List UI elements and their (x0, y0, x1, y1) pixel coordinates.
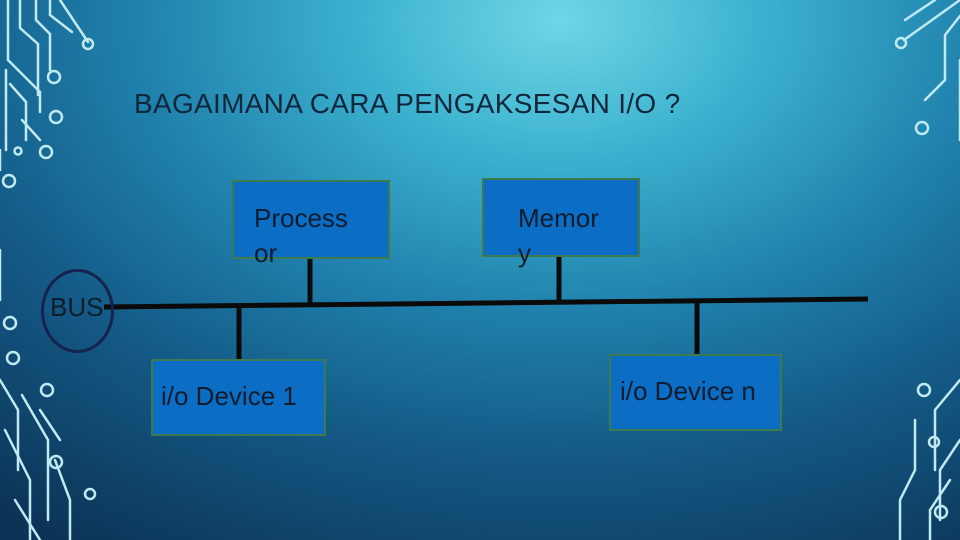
io-device-1-box: i/o Device 1 (151, 359, 326, 436)
system-bus-line (103, 296, 869, 310)
slide-title: BAGAIMANA CARA PENGAKSESAN I/O ? (134, 88, 681, 119)
bus-highlight-oval (41, 269, 114, 353)
io-device-n-box: i/o Device n (609, 354, 782, 431)
memory-box: Memor y (482, 178, 640, 268)
bus-label: BUS (50, 292, 104, 322)
processor-box: Process or (232, 180, 390, 268)
memory-label-line2: y (518, 238, 531, 269)
processor-label-line2: or (254, 238, 278, 269)
io-device-1-label: i/o Device 1 (161, 381, 297, 411)
io-device-n-label: i/o Device n (620, 376, 756, 406)
processor-label-line1: Process (254, 203, 348, 233)
memory-label-line1: Memor (518, 203, 599, 233)
